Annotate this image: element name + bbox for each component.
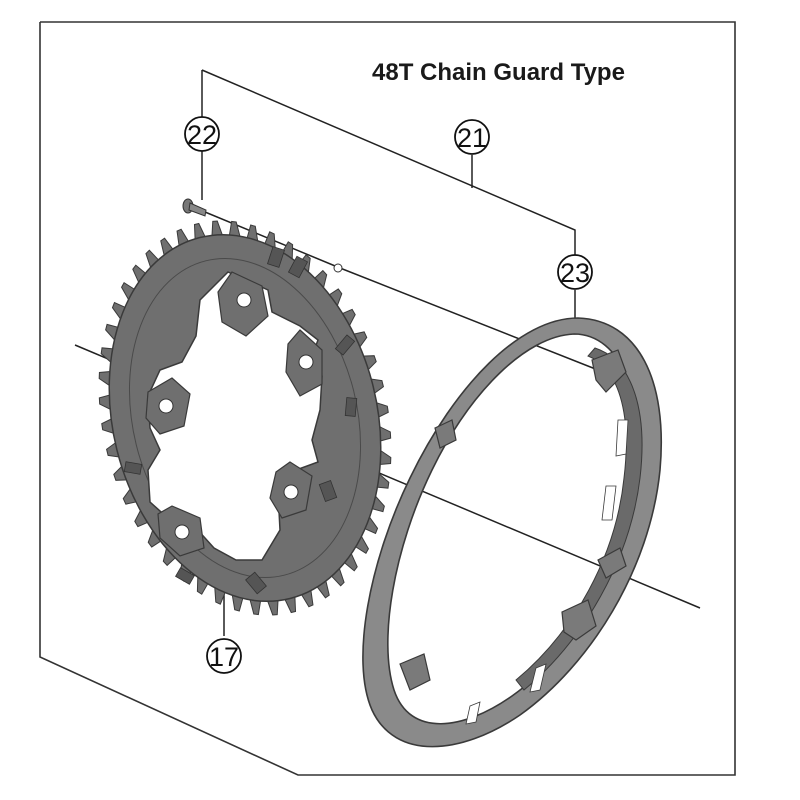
chainring-48t [98,220,392,616]
callout-21: 21 [454,119,490,155]
callout-17: 17 [206,638,242,674]
callout-22: 22 [184,116,220,152]
chain-guard [362,317,662,748]
svg-text:17: 17 [209,642,239,672]
diagram-frame [39,21,736,776]
chainring-bolt [182,198,207,217]
svg-text:21: 21 [457,123,487,153]
svg-text:23: 23 [560,258,590,288]
chainring-teeth [98,220,392,616]
diagram-title: 48T Chain Guard Type [372,59,625,86]
svg-text:22: 22 [187,120,217,150]
callout-23: 23 [557,254,593,290]
